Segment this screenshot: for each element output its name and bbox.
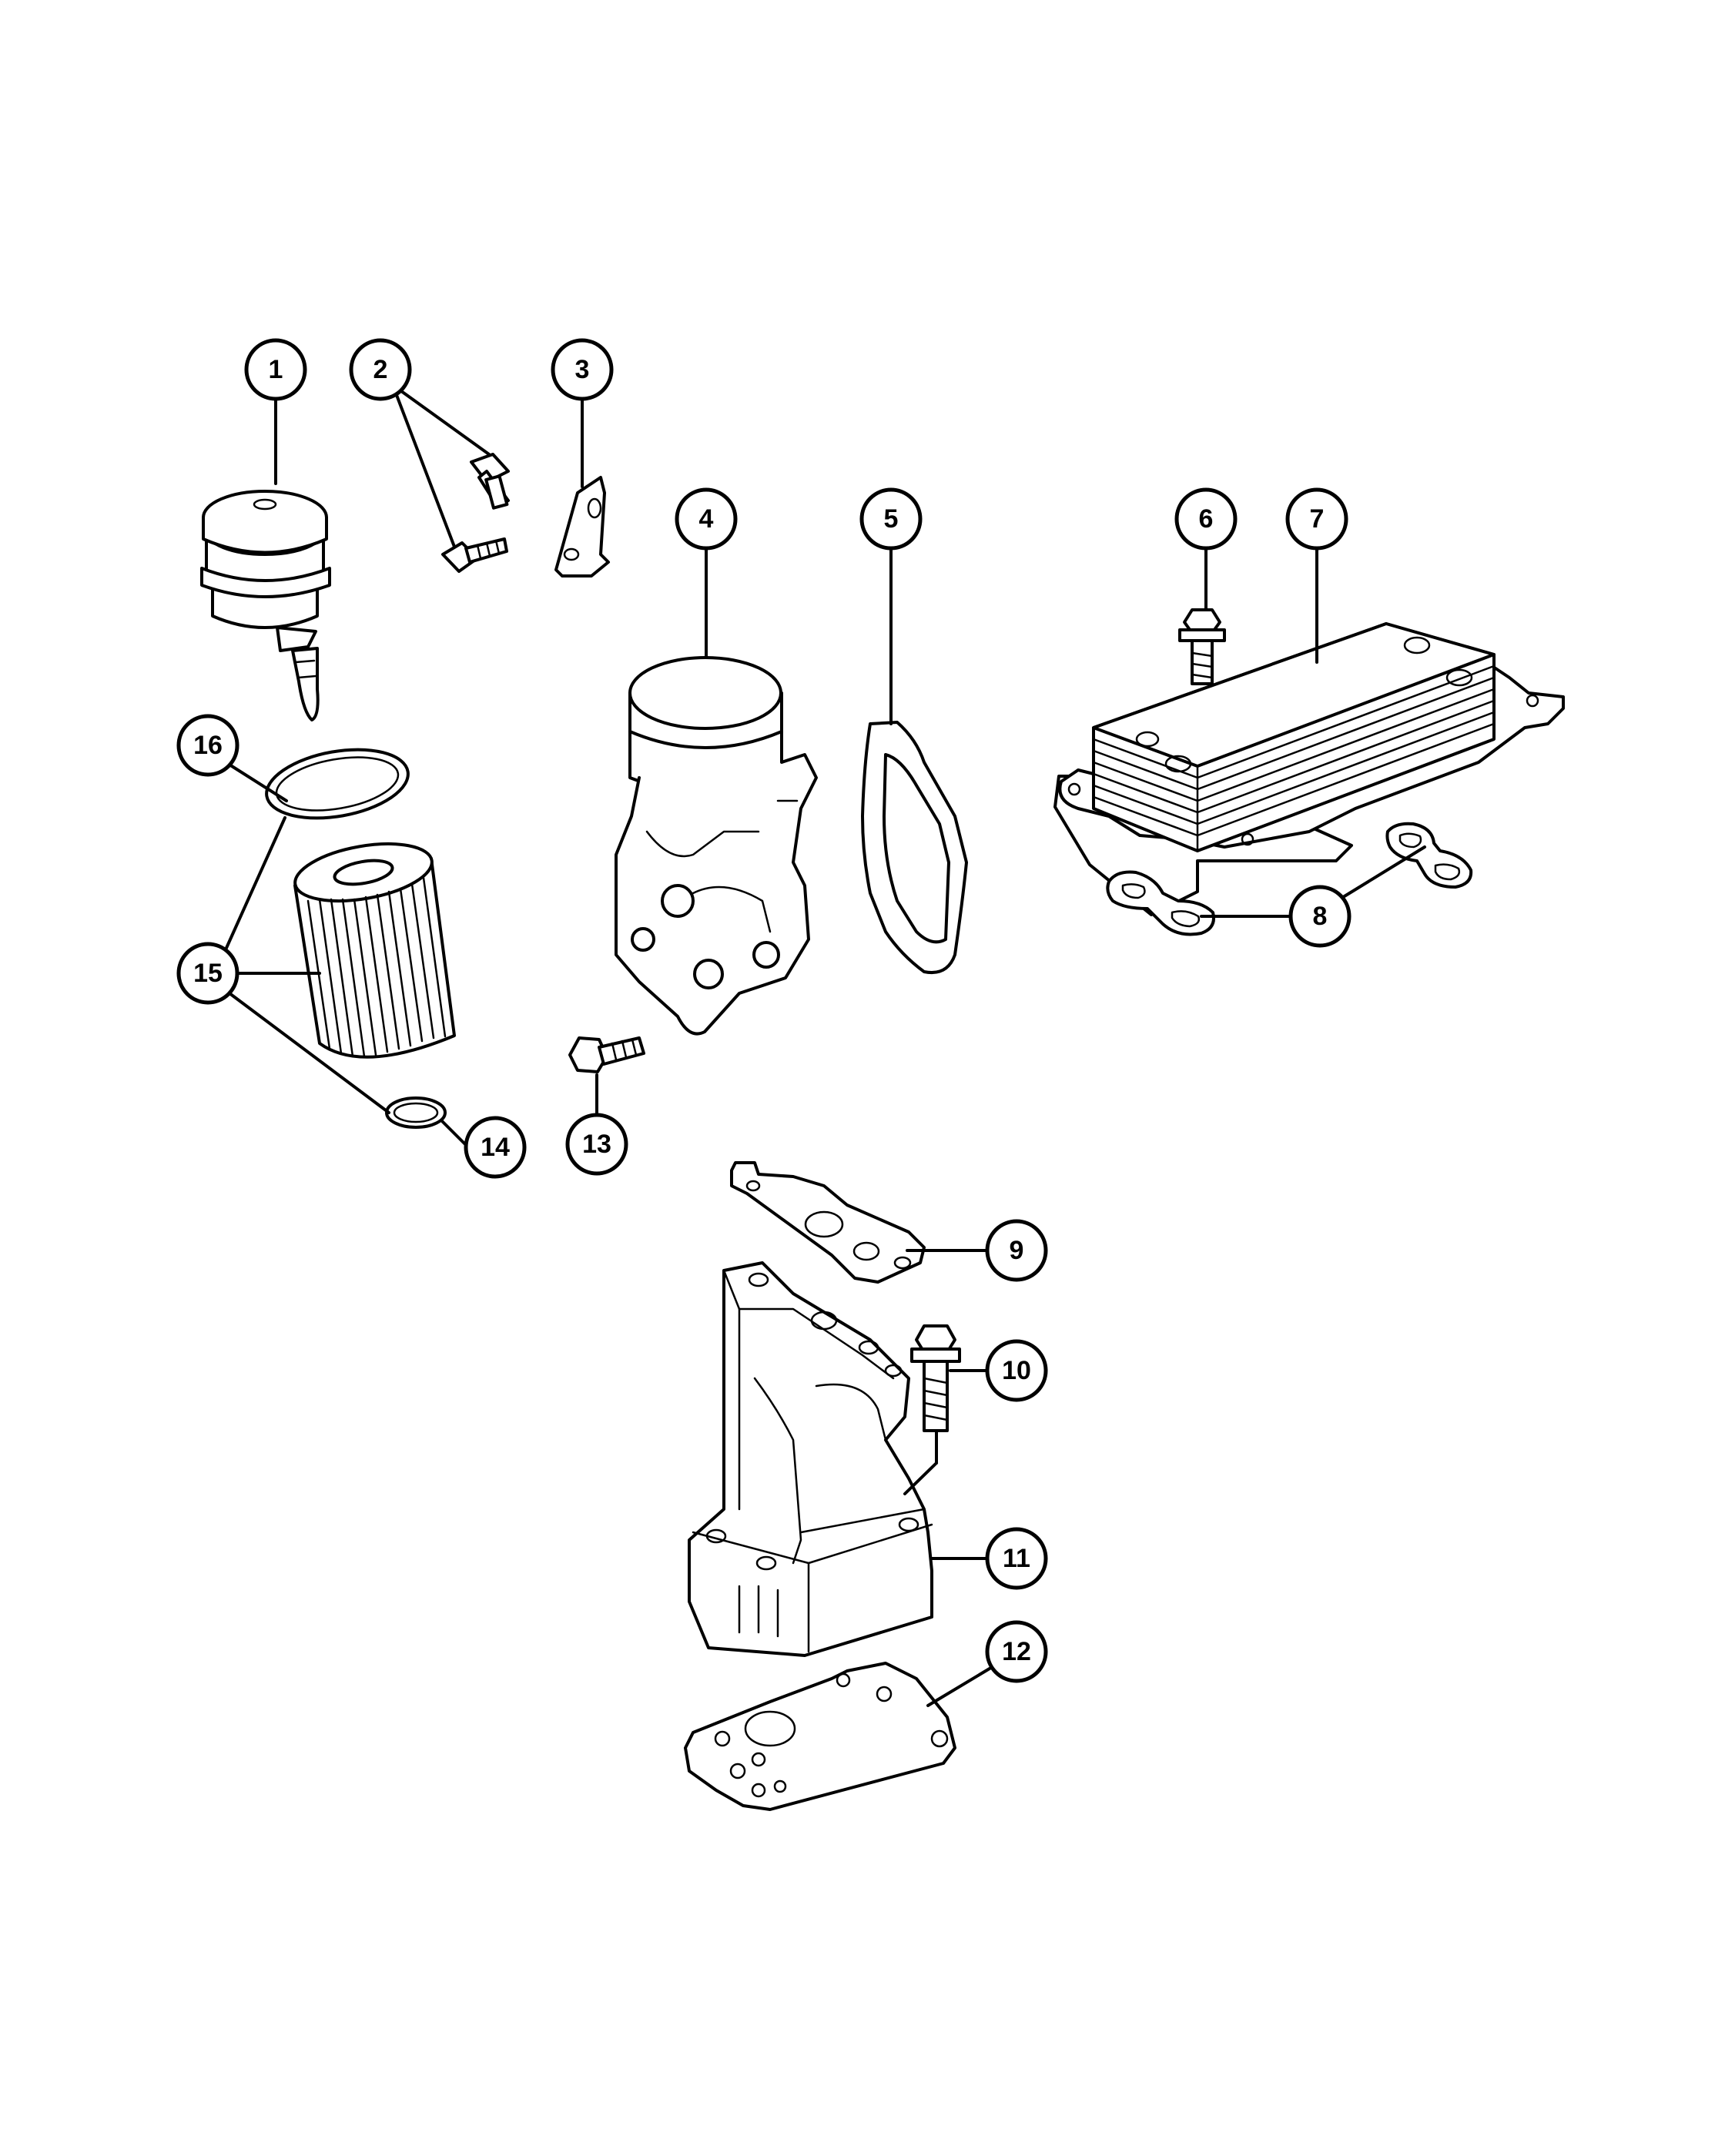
svg-text:14: 14 [481, 1133, 510, 1162]
part-4-filter-housing [615, 656, 818, 1036]
callout-4: 4 [675, 487, 738, 551]
part-7-oil-cooler [1053, 622, 1565, 916]
callout-13: 13 [565, 1113, 628, 1176]
callout-5: 5 [859, 487, 923, 551]
part-12-base-gasket [684, 1662, 956, 1811]
svg-text:12: 12 [1002, 1637, 1031, 1666]
svg-text:16: 16 [193, 731, 223, 760]
svg-text:9: 9 [1010, 1236, 1024, 1265]
svg-text:7: 7 [1310, 504, 1325, 534]
svg-text:4: 4 [699, 504, 714, 534]
callout-12: 12 [985, 1620, 1048, 1683]
svg-text:6: 6 [1199, 504, 1214, 534]
part-6-bolt [1178, 608, 1226, 685]
callout-7: 7 [1285, 487, 1348, 551]
part-14-small-o-ring [385, 1096, 447, 1129]
callout-2: 2 [349, 338, 412, 401]
svg-text:2: 2 [373, 355, 388, 384]
callout-10: 10 [985, 1339, 1048, 1402]
callout-16: 16 [176, 714, 239, 777]
part-8-cooler-seals [1106, 822, 1473, 936]
svg-text:10: 10 [1002, 1356, 1031, 1385]
svg-text:13: 13 [582, 1130, 611, 1159]
callout-6: 6 [1174, 487, 1238, 551]
callout-11: 11 [985, 1527, 1048, 1590]
callout-8: 8 [1288, 885, 1352, 948]
callout-15: 15 [176, 942, 239, 1005]
part-16-large-o-ring [265, 748, 410, 820]
part-2-bolts [441, 453, 510, 573]
part-15-filter-element [293, 842, 456, 1059]
svg-text:11: 11 [1003, 1544, 1030, 1573]
svg-text:8: 8 [1313, 902, 1328, 931]
part-9-adapter-gasket [730, 1161, 926, 1284]
callout-9: 9 [985, 1219, 1048, 1282]
callout-14: 14 [464, 1116, 527, 1179]
callout-3: 3 [551, 338, 614, 401]
callout-1: 1 [244, 338, 307, 401]
leader-lines [222, 383, 1426, 1707]
svg-text:1: 1 [269, 355, 283, 384]
svg-text:3: 3 [575, 355, 590, 384]
part-3-bracket [554, 476, 610, 578]
part-1-filter-cap [200, 490, 331, 721]
part-5-housing-gasket [861, 721, 968, 974]
part-13-bolt [568, 1036, 645, 1073]
part-10-long-bolt [910, 1324, 961, 1432]
svg-text:15: 15 [193, 959, 223, 988]
svg-text:5: 5 [884, 504, 899, 534]
part-11-filter-adapter [688, 1261, 933, 1657]
